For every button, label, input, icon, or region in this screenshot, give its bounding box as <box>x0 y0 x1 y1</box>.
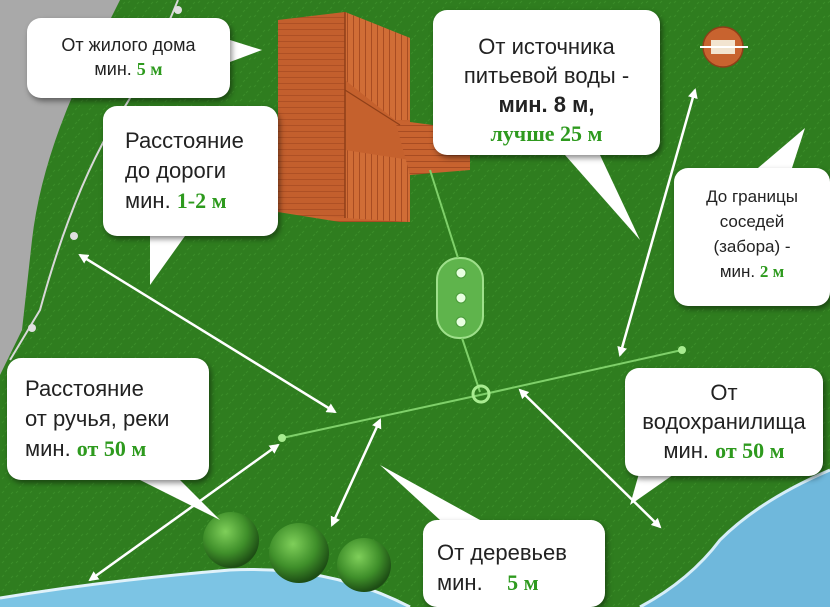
distance-arrows <box>78 88 698 582</box>
min-label: мин. <box>437 570 489 595</box>
distance-value: 5 м <box>136 59 163 79</box>
pipe-junction <box>471 384 491 404</box>
callout-fence-line4: мин. 2 м <box>674 259 830 284</box>
septic-tank-icon <box>436 257 484 339</box>
callout-water-line4: лучше 25 м <box>490 121 603 146</box>
reservoir-water <box>640 470 830 607</box>
callout-reservoir-line1: От <box>710 380 738 405</box>
min-label: мин. <box>125 188 177 213</box>
callout-stream-line3: мин. от 50 м <box>25 434 209 464</box>
callout-neighbor-fence-distance: До границы соседей (забора) - мин. 2 м <box>674 168 830 306</box>
callout-reservoir-line3: мин. от 50 м <box>625 436 823 465</box>
pipe-end <box>278 434 286 442</box>
callout-fence-line1: До границы <box>706 187 798 206</box>
callout-road-line3: мин. 1-2 м <box>125 186 278 216</box>
callout-fence-line3: (забора) - <box>713 237 791 256</box>
callout-reservoir-distance: От водохранилища мин. от 50 м <box>625 368 823 476</box>
callout-reservoir-line2: водохранилища <box>642 409 806 434</box>
distance-value: 5 м <box>507 570 539 595</box>
min-label: мин. <box>25 436 77 461</box>
callout-house-distance: От жилого дома мин. 5 м <box>27 18 230 98</box>
distance-value: от 50 м <box>76 436 147 461</box>
min-label: мин. <box>663 438 716 463</box>
callout-water-line2: питьевой воды - <box>463 63 630 88</box>
callout-house-line1: От жилого дома <box>61 35 196 55</box>
pipe-end <box>678 346 686 354</box>
callout-house-line2: мин. 5 м <box>27 57 230 81</box>
callout-water-line3: мин. 8 м, <box>498 92 595 117</box>
min-label: мин. <box>94 59 137 79</box>
drain-pipes <box>281 169 683 439</box>
callout-fence-line2: соседей <box>719 212 785 231</box>
reservoir-shore <box>639 468 830 607</box>
callout-trees-distance: От деревьев мин. 5 м <box>423 520 605 607</box>
callout-road-line2: до дороги <box>125 158 227 183</box>
callout-trees-line1: От деревьев <box>437 540 567 565</box>
callout-road-line1: Расстояние <box>125 128 244 153</box>
distance-value: 1-2 м <box>176 188 227 213</box>
distance-value: 2 м <box>759 262 785 281</box>
min-label: мин. <box>719 262 760 281</box>
callout-road-distance: Расстояние до дороги мин. 1-2 м <box>103 106 278 236</box>
callout-stream-distance: Расстояние от ручья, реки мин. от 50 м <box>7 358 209 480</box>
well-icon <box>700 26 748 68</box>
fence-post <box>28 324 36 332</box>
callout-drinking-water-distance: От источника питьевой воды - мин. 8 м, л… <box>433 10 660 155</box>
fence-post <box>70 232 78 240</box>
callout-water-line1: От источника <box>478 34 615 59</box>
house-roof <box>278 12 470 222</box>
callout-trees-line2: мин. 5 м <box>437 568 605 598</box>
fence-post <box>174 6 182 14</box>
callout-stream-line2: от ручья, реки <box>25 406 170 431</box>
distance-value: от 50 м <box>715 438 785 463</box>
callout-stream-line1: Расстояние <box>25 376 144 401</box>
